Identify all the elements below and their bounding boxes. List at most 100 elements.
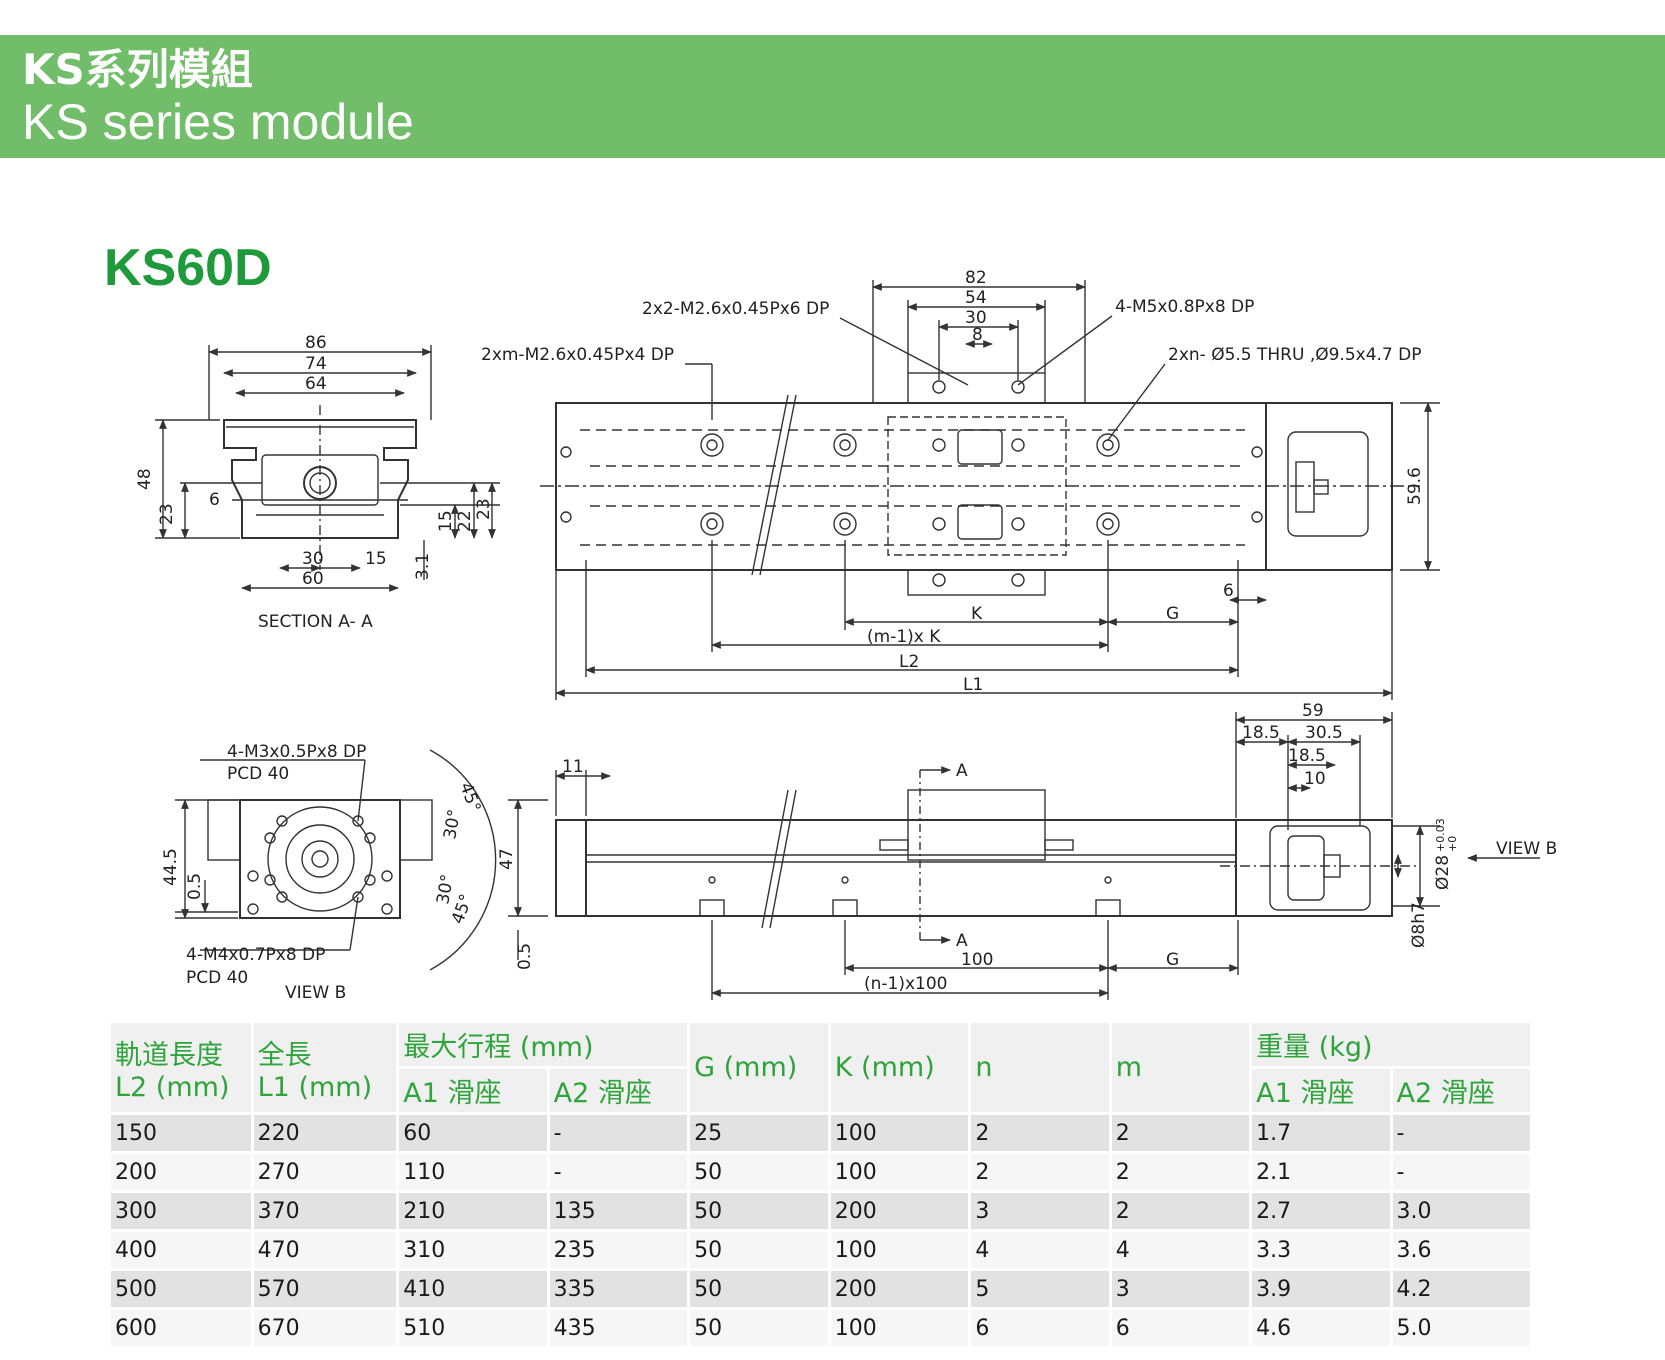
cell: 470 xyxy=(253,1232,397,1268)
col-weight-a1: A1 滑座 xyxy=(1252,1069,1390,1112)
cell: 270 xyxy=(253,1154,397,1190)
cell: 570 xyxy=(253,1271,397,1307)
dim-30: 30 xyxy=(302,549,324,569)
callout-m26x6: 2x2-M2.6x0.45Px6 DP xyxy=(642,299,829,319)
dim-30-5: 30.5 xyxy=(1305,723,1343,743)
cell: 110 xyxy=(399,1154,547,1190)
dim-g-top: G xyxy=(1166,604,1179,624)
cell: - xyxy=(1392,1115,1530,1151)
dim-44-5: 44.5 xyxy=(161,848,181,886)
cell: - xyxy=(549,1115,688,1151)
dim-23-right: 23 xyxy=(474,498,494,520)
dim-15: 15 xyxy=(436,510,456,532)
dim-54: 54 xyxy=(965,288,987,308)
dim-tol-zero: +0 xyxy=(1446,836,1459,852)
dim-6-top: 6 xyxy=(1223,581,1234,601)
cell: 4.6 xyxy=(1252,1310,1390,1346)
cell: 200 xyxy=(830,1271,969,1307)
dim-15-bottom: 15 xyxy=(365,549,387,569)
dim-3-1: 3.1 xyxy=(413,553,433,580)
cell: 3.9 xyxy=(1252,1271,1390,1307)
dim-tol-plus: +0.03 xyxy=(1434,818,1447,852)
pcd-top: PCD 40 xyxy=(227,764,289,784)
cell: 370 xyxy=(253,1193,397,1229)
dim-18-5-a: 18.5 xyxy=(1242,723,1280,743)
col-rail-unit: L2 (mm) xyxy=(115,1071,230,1103)
col-weight: 重量 (kg) xyxy=(1252,1023,1530,1066)
section-mark-a-top: A xyxy=(956,761,968,781)
dim-74: 74 xyxy=(305,354,327,374)
dim-100: 100 xyxy=(961,950,993,970)
cell: 2 xyxy=(971,1115,1109,1151)
callout-m4: 4-M4x0.7Px8 DP xyxy=(186,945,325,965)
cell: 4.2 xyxy=(1392,1271,1530,1307)
cell: 100 xyxy=(830,1115,969,1151)
cell: 4 xyxy=(971,1232,1109,1268)
dim-k: K xyxy=(971,604,983,624)
section-view xyxy=(155,345,500,592)
cell: 335 xyxy=(549,1271,688,1307)
dim-0-5-side: 0.5 xyxy=(515,943,535,970)
col-stroke-a1: A1 滑座 xyxy=(399,1069,547,1112)
cell: 200 xyxy=(830,1193,969,1229)
cell: 6 xyxy=(1111,1310,1250,1346)
cell: 210 xyxy=(399,1193,547,1229)
dim-22: 22 xyxy=(455,510,475,532)
top-view xyxy=(540,280,1440,700)
cell: 510 xyxy=(399,1310,547,1346)
dim-47: 47 xyxy=(497,848,517,870)
view-b-arrow-label: VIEW B xyxy=(1496,839,1557,859)
cell: 2 xyxy=(1111,1154,1250,1190)
cell: 300 xyxy=(111,1193,251,1229)
dim-l2: L2 xyxy=(899,652,919,672)
cell: 6 xyxy=(971,1310,1109,1346)
dim-d8h7: Ø8h7 xyxy=(1409,902,1429,948)
cell: 220 xyxy=(253,1115,397,1151)
cell: 50 xyxy=(690,1232,828,1268)
dim-0-5-viewb: 0.5 xyxy=(185,873,205,900)
dim-d28: Ø28 xyxy=(1433,855,1453,890)
cell: 600 xyxy=(111,1310,251,1346)
cell: 435 xyxy=(549,1310,688,1346)
cell: 3.6 xyxy=(1392,1232,1530,1268)
dim-30-top: 30 xyxy=(965,308,987,328)
dim-11: 11 xyxy=(562,757,584,777)
cell: 3 xyxy=(971,1193,1109,1229)
cell: 400 xyxy=(111,1232,251,1268)
cell: 50 xyxy=(690,1271,828,1307)
callout-m5: 4-M5x0.8Px8 DP xyxy=(1115,297,1254,317)
dim-18-5-b: 18.5 xyxy=(1288,746,1326,766)
cell: 2.7 xyxy=(1252,1193,1390,1229)
cell: 150 xyxy=(111,1115,251,1151)
dim-60: 60 xyxy=(302,569,324,589)
cell: 25 xyxy=(690,1115,828,1151)
dim-59: 59 xyxy=(1302,701,1324,721)
cell: 235 xyxy=(549,1232,688,1268)
col-rail-zh: 軌道長度 xyxy=(115,1039,223,1071)
col-g: G (mm) xyxy=(690,1023,828,1112)
dim-86: 86 xyxy=(305,333,327,353)
cell: 3 xyxy=(1111,1271,1250,1307)
cell: 135 xyxy=(549,1193,688,1229)
col-stroke: 最大行程 (mm) xyxy=(399,1023,688,1066)
angle-30-top: 30° xyxy=(440,808,465,841)
cell: 4 xyxy=(1111,1232,1250,1268)
section-title: SECTION A- A xyxy=(258,612,373,632)
dim-6: 6 xyxy=(209,490,220,510)
model-title: KS60D xyxy=(104,239,272,297)
view-b-title: VIEW B xyxy=(285,983,346,1003)
col-weight-a2: A2 滑座 xyxy=(1392,1069,1530,1112)
cell: 50 xyxy=(690,1154,828,1190)
cell: 2 xyxy=(971,1154,1109,1190)
dim-g-side: G xyxy=(1166,950,1179,970)
cell: 5 xyxy=(971,1271,1109,1307)
cell: 670 xyxy=(253,1310,397,1346)
cell: 100 xyxy=(830,1310,969,1346)
table-subheader-row: A1 滑座 A2 滑座 A1 滑座 A2 滑座 xyxy=(111,1069,1530,1112)
